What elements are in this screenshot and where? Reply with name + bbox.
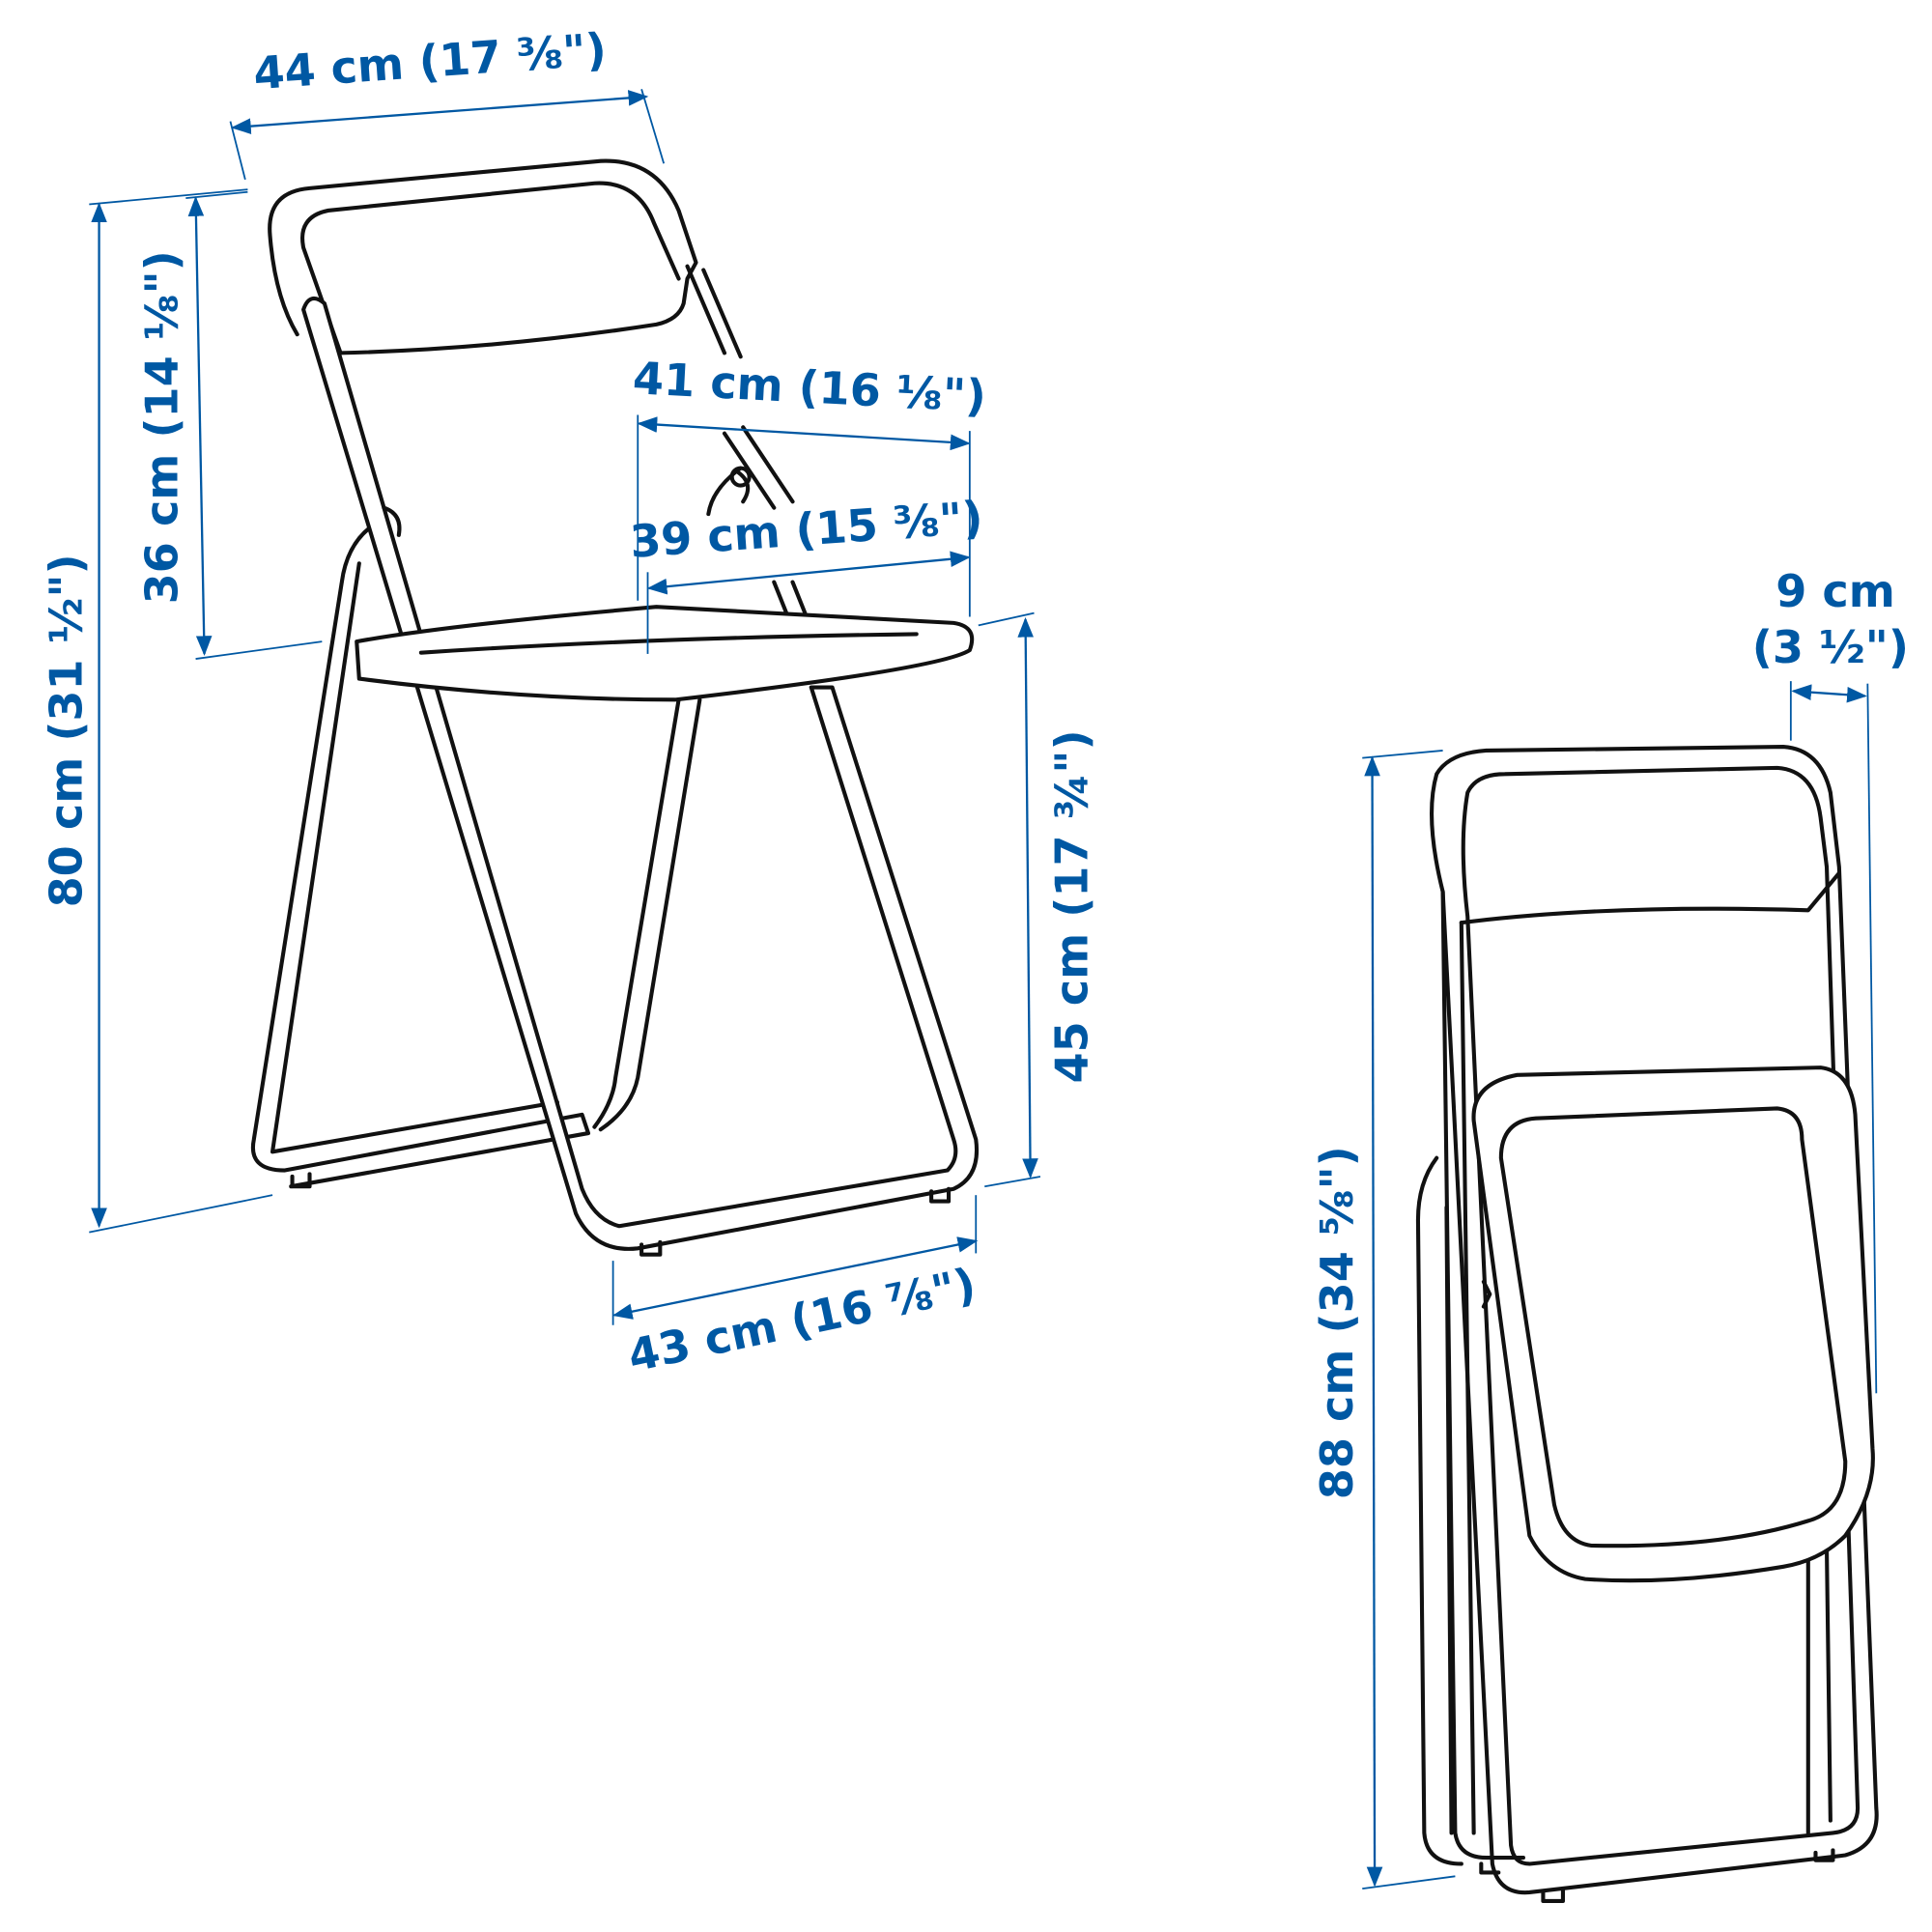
seat-width-label: 41 cm (16 ⅛") [632, 352, 987, 422]
seat-depth-label: 39 cm (15 ⅜") [628, 491, 984, 567]
dimension-labels-folded: 9 cm (3 ½") 88 cm (34 ⅝") [1311, 565, 1909, 1499]
folded-thickness-label: 9 cm [1776, 565, 1895, 617]
unfolded-chair-drawing [250, 158, 980, 1257]
seat-height-label: 45 cm (17 ¾") [1046, 729, 1098, 1083]
dimension-lines-folded [1362, 681, 1878, 1890]
folded-height-label: 88 cm (34 ⅝") [1311, 1146, 1363, 1499]
dimension-lines-unfolded [89, 89, 1041, 1325]
backrest-height-label: 36 cm (14 ⅛") [135, 250, 187, 604]
folded-thickness-inch-label: (3 ½") [1752, 621, 1909, 673]
folded-chair-drawing [1415, 745, 1879, 1903]
width-label: 44 cm (17 ⅜") [252, 23, 609, 99]
height-label: 80 cm (31 ½") [41, 554, 93, 907]
